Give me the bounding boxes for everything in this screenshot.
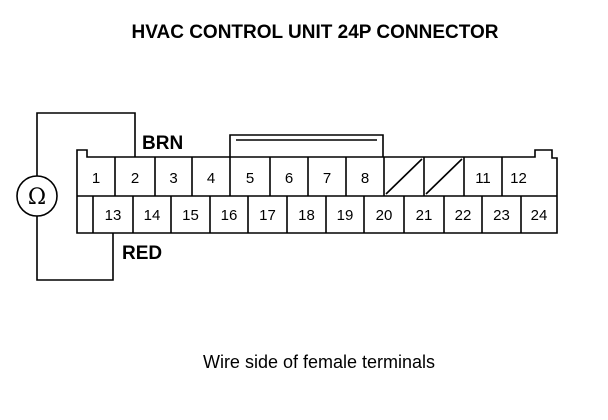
red-probe-wire <box>36 216 114 281</box>
pin-label: 12 <box>510 170 527 187</box>
pin-label: 14 <box>144 207 161 224</box>
red-wire-label: RED <box>122 243 162 264</box>
diagram-title: HVAC CONTROL UNIT 24P CONNECTOR <box>131 22 498 43</box>
pin-label: 8 <box>361 170 369 187</box>
connector-housing <box>76 149 558 234</box>
brn-probe-wire <box>36 112 136 176</box>
bottom-row-cells: 13 14 15 16 17 18 19 20 21 22 23 24 <box>92 196 548 233</box>
pin-label: 21 <box>416 207 433 224</box>
brn-wire-label: BRN <box>142 133 183 154</box>
pin-label: 17 <box>259 207 276 224</box>
caption: Wire side of female terminals <box>203 352 435 372</box>
unused-cavity-mark <box>425 158 463 195</box>
pin-label: 4 <box>207 170 215 187</box>
pin-label: 3 <box>169 170 177 187</box>
locking-tab <box>229 134 384 157</box>
pin-label: 24 <box>531 207 548 224</box>
pin-label: 23 <box>493 207 510 224</box>
pin-label: 19 <box>337 207 354 224</box>
pin-label: 20 <box>376 207 393 224</box>
pin-label: 22 <box>455 207 472 224</box>
pin-label: 13 <box>105 207 122 224</box>
pin-label: 1 <box>92 170 100 187</box>
pin-label: 7 <box>323 170 331 187</box>
pin-label: 5 <box>246 170 254 187</box>
unused-cavity-mark <box>385 158 423 195</box>
pin-label: 15 <box>182 207 199 224</box>
ohm-icon: Ω <box>28 185 46 210</box>
pin-label: 16 <box>221 207 238 224</box>
pin-label: 6 <box>285 170 293 187</box>
pin-label: 11 <box>475 170 491 187</box>
pin-label: 18 <box>298 207 315 224</box>
pin-label: 2 <box>131 170 139 187</box>
